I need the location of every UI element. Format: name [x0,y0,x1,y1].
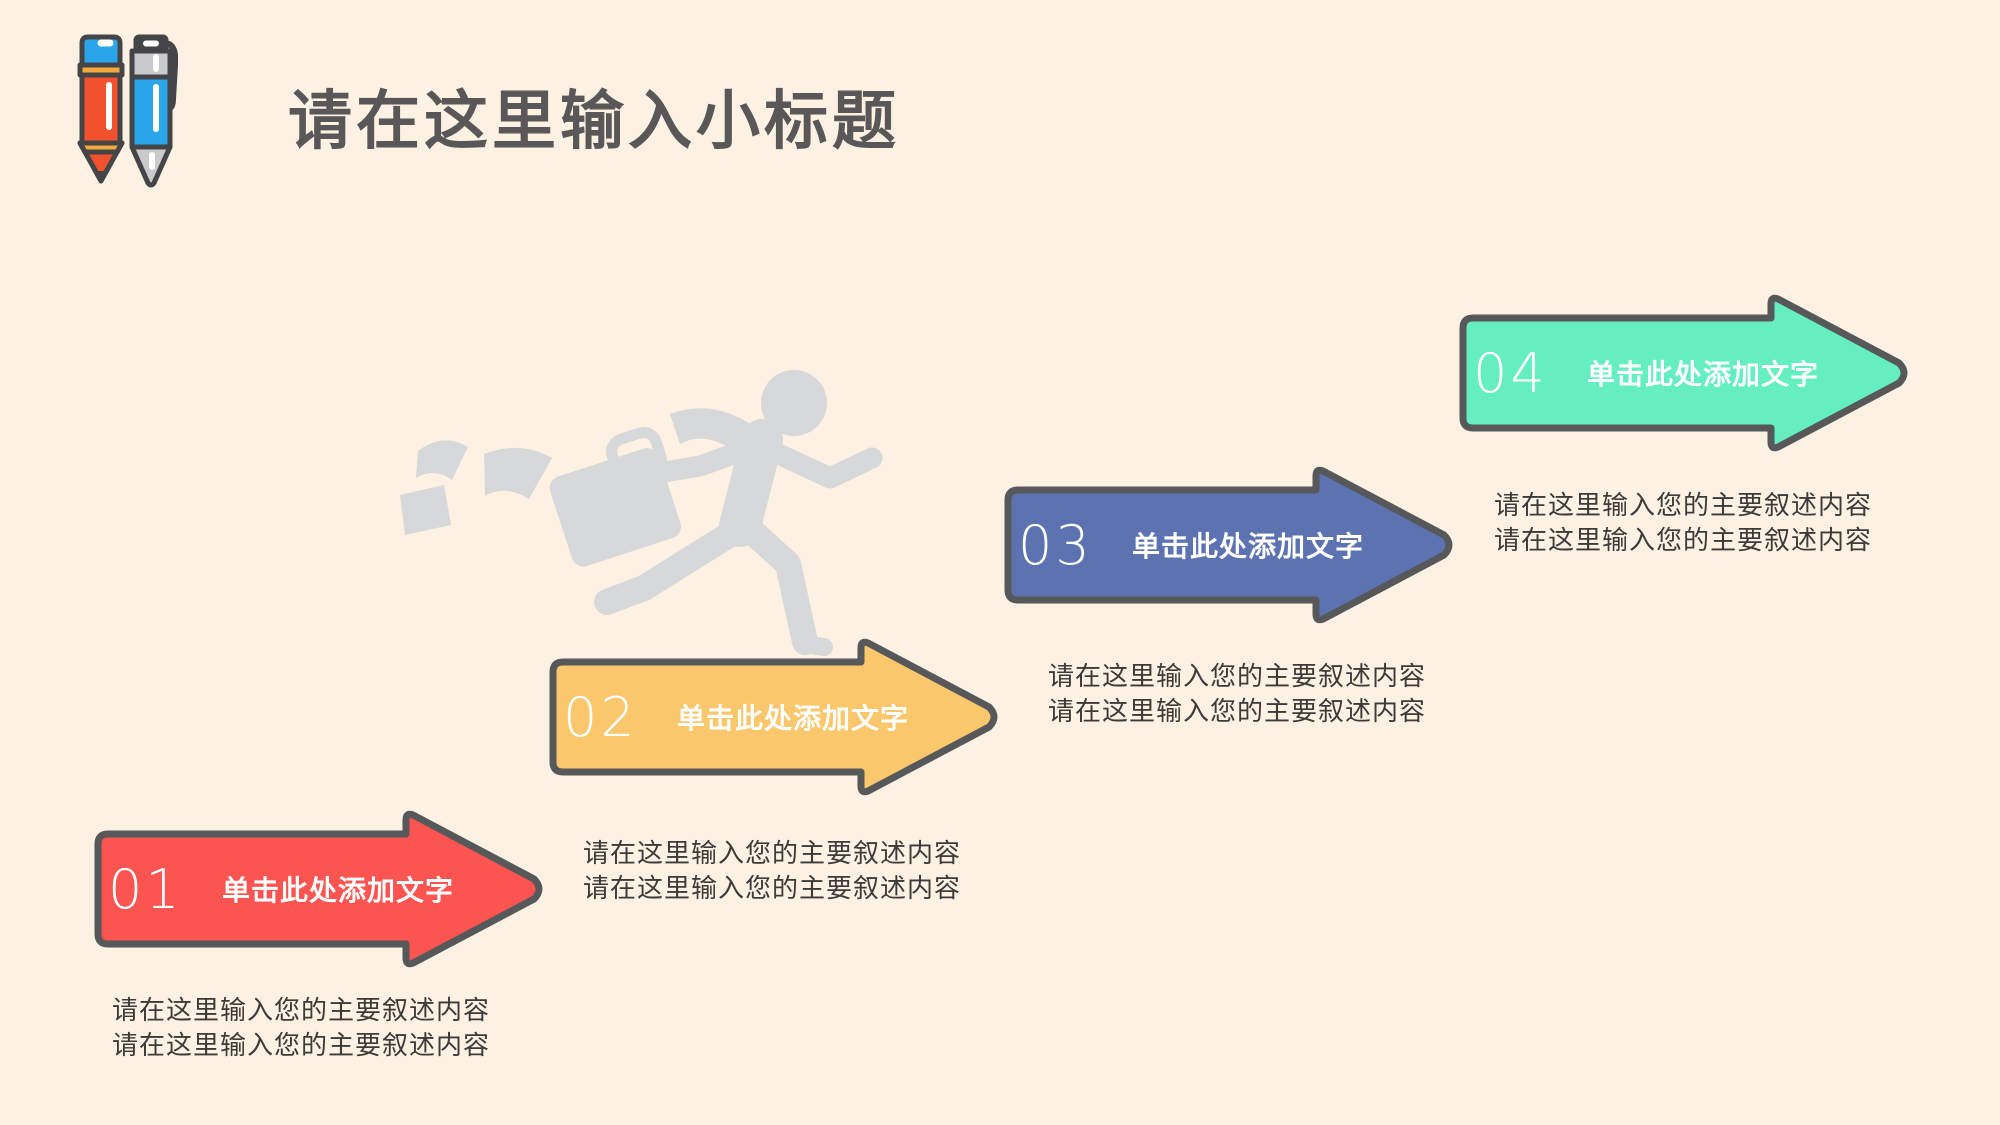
step-label-placeholder[interactable]: 单击此处添加文字 [677,703,910,734]
step-description-04: 请在这里输入您的主要叙述内容 请在这里输入您的主要叙述内容 [1494,488,1884,558]
flying-papers-icon [400,440,552,535]
step-label-placeholder[interactable]: 单击此处添加文字 [222,875,455,906]
arrow-shape-01 [94,810,543,968]
step-number: 02 [563,685,638,749]
step-arrow-04[interactable]: 04 单击此处添加文字 [1453,294,1913,452]
pencil-icon [77,34,125,184]
pen-icon [129,34,178,188]
step-number: 03 [1018,513,1093,577]
desc-line: 请在这里输入您的主要叙述内容 [1048,661,1427,691]
step-description-02: 请在这里输入您的主要叙述内容 请在这里输入您的主要叙述内容 [583,836,973,906]
arrow-shape-03 [1004,466,1453,624]
running-businessman-icon [400,370,883,656]
arrow-shape-02 [549,638,998,796]
desc-line: 请在这里输入您的主要叙述内容 [1494,490,1873,520]
desc-line: 请在这里输入您的主要叙述内容 [1494,525,1873,555]
desc-line: 请在这里输入您的主要叙述内容 [112,1030,491,1060]
arrow-shape-04 [1459,294,1908,452]
step-description-01: 请在这里输入您的主要叙述内容 请在这里输入您的主要叙述内容 [112,993,502,1063]
step-arrow-01[interactable]: 01 单击此处添加文字 [88,810,548,968]
step-number: 01 [108,857,183,921]
page-title: 请在这里输入小标题 [288,85,900,157]
step-description-03: 请在这里输入您的主要叙述内容 请在这里输入您的主要叙述内容 [1048,659,1438,729]
desc-line: 请在这里输入您的主要叙述内容 [583,873,962,903]
step-label-placeholder[interactable]: 单击此处添加文字 [1587,359,1820,390]
desc-line: 请在这里输入您的主要叙述内容 [583,838,962,868]
person-silhouette [594,370,883,656]
step-label-placeholder[interactable]: 单击此处添加文字 [1132,531,1365,562]
step-number: 04 [1473,341,1548,405]
briefcase-icon [549,426,681,567]
desc-line: 请在这里输入您的主要叙述内容 [112,995,491,1025]
step-arrow-03[interactable]: 03 单击此处添加文字 [998,466,1458,624]
desc-line: 请在这里输入您的主要叙述内容 [1048,696,1427,726]
pencil-pen-icon [77,34,178,188]
step-arrow-02[interactable]: 02 单击此处添加文字 [543,638,1003,796]
